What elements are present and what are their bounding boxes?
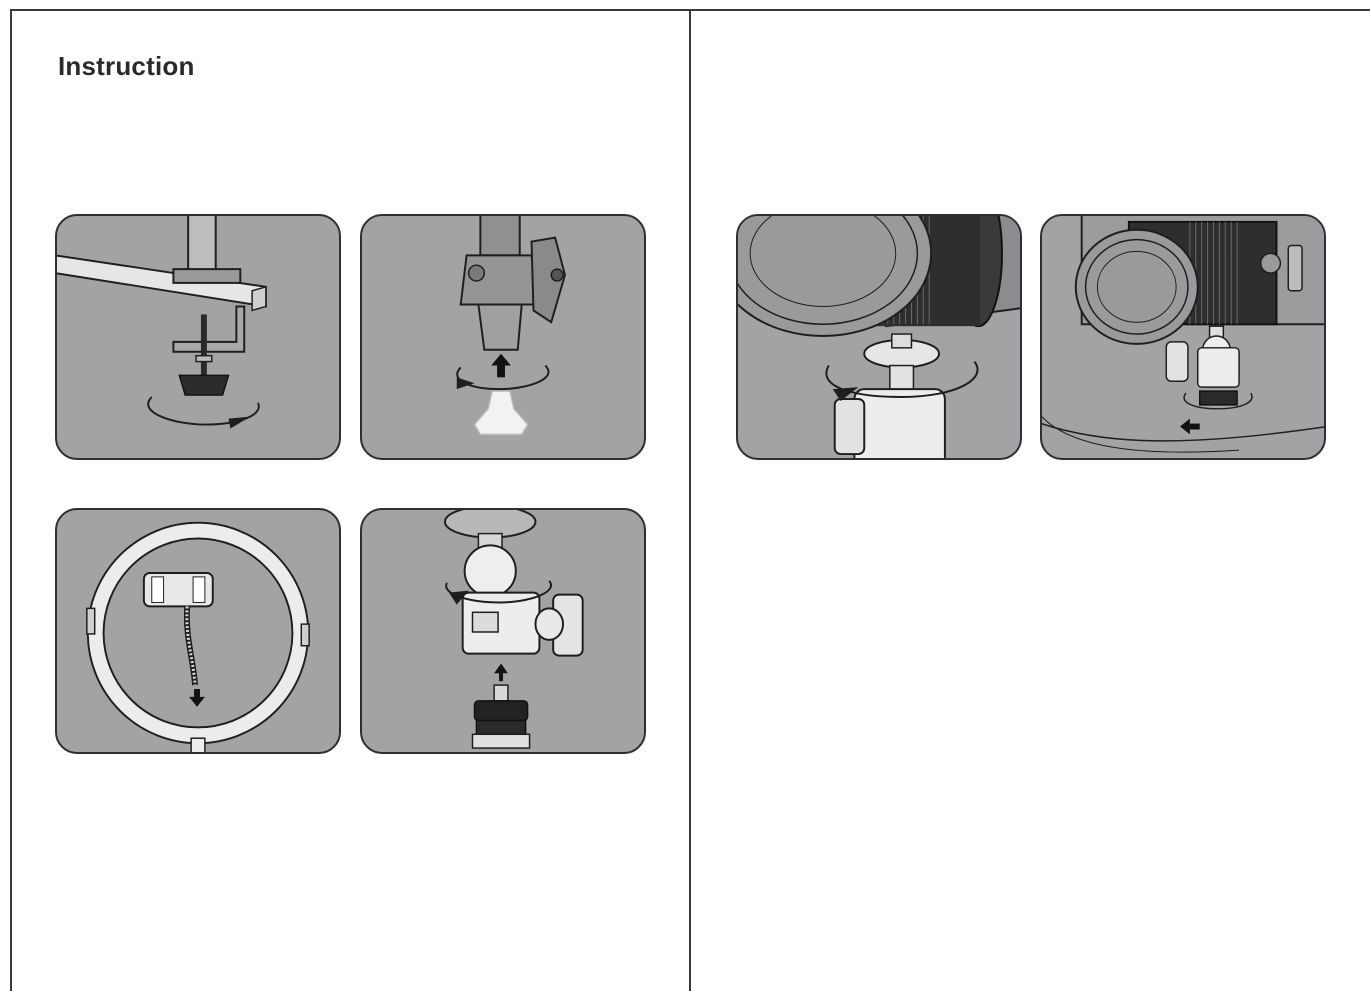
step-panel-camera-screw — [736, 214, 1022, 460]
camera-hot-shoe-mount-icon — [1042, 216, 1324, 458]
right-page — [689, 9, 1370, 991]
page-title: Instruction — [58, 51, 195, 82]
left-page: Instruction — [10, 9, 691, 991]
desk-clamp-mounting-icon — [57, 216, 339, 458]
ring-light-phone-holder-icon — [57, 510, 339, 752]
step-panel-desk-clamp — [55, 214, 341, 460]
camera-ball-head-screw-icon — [738, 216, 1020, 458]
step-panel-stand-attach — [360, 214, 646, 460]
step-panel-camera-hot-shoe — [1040, 214, 1326, 460]
stand-ball-head-attach-icon — [362, 216, 644, 458]
step-panel-ball-head — [360, 508, 646, 754]
step-panel-ring-light — [55, 508, 341, 754]
ball-head-hot-shoe-adapter-icon — [362, 510, 644, 752]
